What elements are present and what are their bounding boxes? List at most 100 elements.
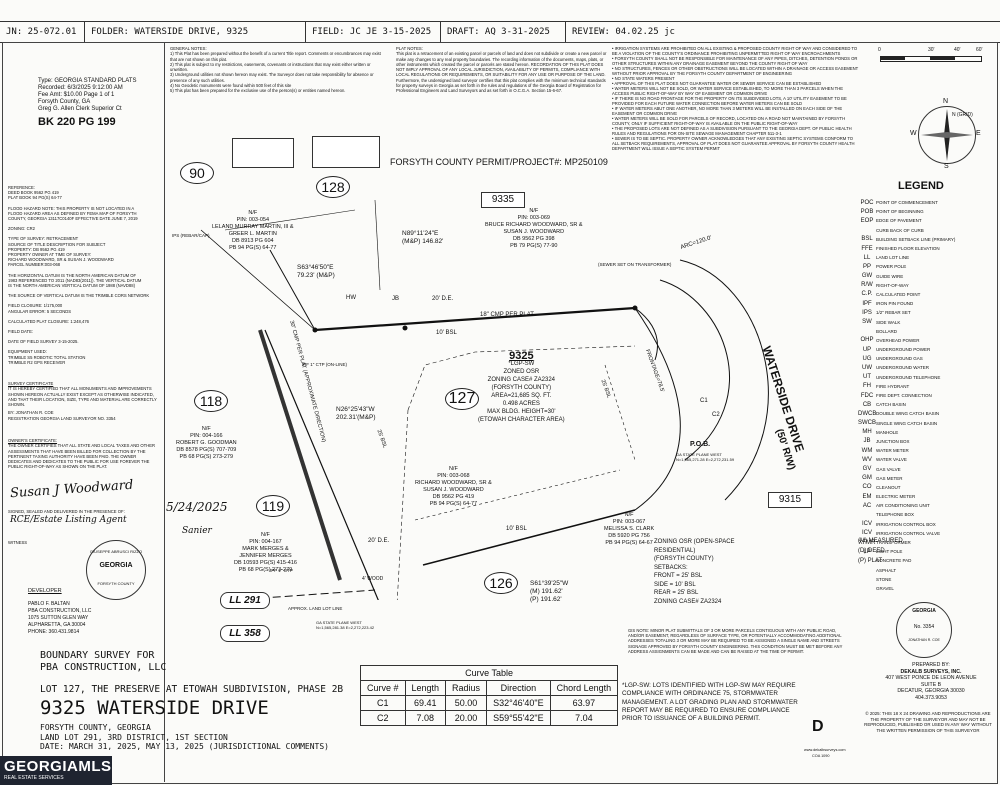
legend-item: TELEPHONE BOX (876, 512, 915, 518)
county-note: • IF WATER METERS ABUT ONE ANOTHER, NO M… (612, 106, 843, 116)
header-bar: JN: 25-072.01 FOLDER: WATERSIDE DRIVE, 9… (0, 21, 1000, 43)
permit-number: FORSYTH COUNTY PERMIT/PROJECT#: MP250109 (390, 157, 608, 167)
book-page: BK 220 PG 199 (38, 116, 116, 128)
county-notes: • IRRIGATION SYSTEMS ARE PROHIBITED ON A… (612, 46, 860, 151)
developer-block: DEVELOPER PABLO F. BALTAN PBA CONSTRUCTI… (28, 588, 92, 635)
planning-approval-stamp (312, 136, 380, 168)
legend-item: GRAVEL (876, 585, 894, 591)
legend-title: LEGEND (898, 180, 944, 192)
county-note: • THE PROPOSED LOTS ARE NOT DEFINED AS A… (612, 126, 852, 136)
bearing-south-line: S61°39'25"W(M) 191.62'(P) 191.62' (530, 580, 569, 603)
dekalb-logo: D (812, 718, 824, 735)
lot-90-label: 90 (180, 162, 214, 184)
survey-certificate: SURVEY CERTIFICATE IT IS HEREBY CERTIFIE… (8, 381, 157, 421)
signature-date: 5/24/2025 (166, 500, 228, 514)
plat-notes: PLAT NOTES: This plat is a retracement o… (396, 46, 607, 94)
georgia-mls-logo: GEORGIAMLS REAL ESTATE SERVICES (0, 756, 112, 785)
witness-signature: RCE/Estate Listing Agent (10, 515, 127, 525)
company-block: PREPARED BY: DEKALB SURVEYS, INC. 407 WE… (885, 662, 977, 701)
legend-item: C.P.CALCULATED POINT (861, 291, 921, 298)
legend-item: STONE (876, 576, 892, 582)
bearing-north-line: N89°11'24"E(M&P) 146.82' (402, 230, 444, 245)
plat-drawing (200, 199, 769, 600)
scale-bar: 0 30' 40' 60' (878, 47, 990, 70)
sheet-frame (2, 42, 998, 784)
address-9315: 9315 (768, 492, 812, 508)
legend-item: ASPHALT (876, 567, 897, 573)
water-sewer-approval-stamp (232, 138, 294, 168)
legend-item: BOLLARD (876, 328, 898, 334)
owner-certificate: OWNER'S CERTIFICATE: THE OWNER CERTIFIES… (8, 438, 156, 470)
company-web: www.dekalbsurveys.com (804, 748, 846, 752)
notary-seal: GIUSEPPE ABRUSCI RIZZO GEORGIA FORSYTH C… (86, 540, 146, 600)
general-notes: GENERAL NOTES: 1) This Plat has been pre… (170, 46, 381, 94)
county-note: • WATER METERS WILL BE SOLD FOR PARCELS … (612, 116, 846, 126)
signed-in-presence: SIGNED, SEALED AND DELIVERED IN THE PRES… (8, 509, 125, 514)
county-note: • IF THERE IS NO ROAD FRONTAGE FOR THE P… (612, 96, 847, 106)
lot-127-label: 127 (445, 388, 479, 410)
draft-date: DRAFT: AQ 3-31-2025 (441, 22, 566, 42)
legend-item: CURB BACK OF CURB (876, 227, 924, 233)
curve-table: Curve Table Curve # Length Radius Direct… (359, 665, 619, 726)
north-arrow-icon (918, 106, 976, 164)
company-coa: COA 1090 (812, 754, 830, 758)
county-note: • FORSYTH COUNTY SHALL NOT BE RESPONSIBL… (612, 56, 858, 66)
table-row: C2 7.08 20.00 S59°55'42"E 7.04 (360, 710, 619, 726)
measurement-key: (M) MEASURED (D) DEED (P) PLAT (858, 538, 903, 564)
county-note: • IRRIGATION SYSTEMS ARE PROHIBITED ON A… (612, 46, 858, 56)
surveyor-seal: GEORGIA No. 3354 JONATHAN R. COE (896, 602, 952, 658)
lot-128-label: 128 (316, 176, 350, 198)
subject-lot-info: 9325 *LGP-SW ZONED OSR ZONING CASE# ZA23… (478, 350, 565, 424)
land-lot-291: LL 291 (220, 592, 270, 609)
county-note: • WATER METERS WILL NOT BE SOLD, OR WATE… (612, 86, 844, 96)
second-signature: Sanier (182, 526, 212, 536)
recording-box: Type: GEORGIA STANDARD PLATS Recorded: 6… (38, 78, 137, 128)
legend-item: CONCRETE PAD (876, 558, 912, 564)
gis-note: GIS NOTE: MINOR PLAT SUBMITTALS OF 3 OR … (628, 628, 843, 654)
county-note: • APPROVAL OF THIS PLAT DOES NOT GUARANT… (612, 81, 822, 86)
field-date: FIELD: JC JE 3-15-2025 (306, 22, 441, 42)
lot-118-label: 118 (194, 390, 228, 412)
property-address: 9325 WATERSIDE DRIVE (40, 697, 269, 719)
